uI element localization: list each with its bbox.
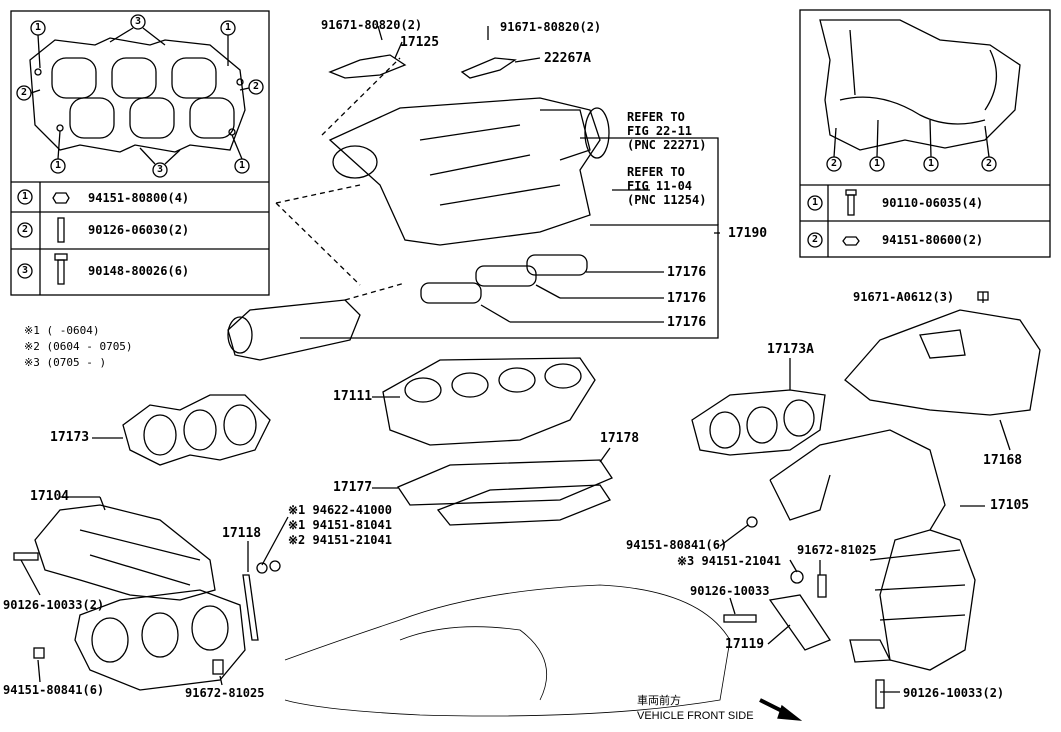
right-legend-num-1: 1 xyxy=(812,197,819,208)
callout-r-1-b: 1 xyxy=(928,158,935,169)
refer-2-line1: REFER TO xyxy=(627,165,685,179)
part-label-17177[interactable]: 17177 xyxy=(333,480,373,495)
part-label-91671-A0612[interactable]: 91671-A0612(3) xyxy=(853,290,955,304)
part-label-17118[interactable]: 17118 xyxy=(222,526,262,541)
left-legend-num-3: 3 xyxy=(22,265,29,276)
callout-1-tl: 1 xyxy=(35,22,42,33)
part-label-90126-10033-left[interactable]: 90126-10033(2) xyxy=(3,598,105,612)
callout-1-br: 1 xyxy=(239,160,246,171)
callout-2-left: 2 xyxy=(21,87,28,98)
part-label-94151-21041[interactable]: ※2 94151-21041 xyxy=(288,533,392,547)
part-label-90126-10033-right[interactable]: 90126-10033(2) xyxy=(903,686,1005,700)
callout-3-bottom: 3 xyxy=(157,164,164,175)
left-legend-num-2: 2 xyxy=(22,224,29,235)
refer-2-line2[interactable]: FIG 11-04 xyxy=(627,179,693,193)
part-label-17178[interactable]: 17178 xyxy=(600,431,640,446)
part-label-17111[interactable]: 17111 xyxy=(333,389,373,404)
part-label-17173A[interactable]: 17173A xyxy=(767,342,814,357)
right-legend-num-2: 2 xyxy=(812,234,819,245)
part-label-17176-a[interactable]: 17176 xyxy=(667,265,707,280)
part-label-17190[interactable]: 17190 xyxy=(728,226,768,241)
part-label-94151-80841-left[interactable]: 94151-80841(6) xyxy=(3,683,105,697)
intake-manifold-drawing xyxy=(227,54,719,361)
callout-1-tr: 1 xyxy=(225,22,232,33)
callout-3-top: 3 xyxy=(135,16,142,27)
lower-parts-drawing xyxy=(122,357,613,526)
part-label-94151-21041-right[interactable]: ※3 94151-21041 xyxy=(677,554,781,568)
part-label-94622-41000[interactable]: ※1 94622-41000 xyxy=(288,503,392,517)
part-label-17176-c[interactable]: 17176 xyxy=(667,315,707,330)
callout-r-2-b: 2 xyxy=(986,158,993,169)
note-1: ※1 ( -0604) xyxy=(24,324,100,337)
refer-2-line3: (PNC 11254) xyxy=(627,193,707,207)
left-legend-part-3[interactable]: 90148-80026(6) xyxy=(88,264,190,278)
right-legend-part-2[interactable]: 94151-80600(2) xyxy=(882,233,984,247)
note-3: ※3 (0705 - ) xyxy=(24,356,107,369)
left-legend-num-1: 1 xyxy=(22,191,29,202)
callout-r-2-a: 2 xyxy=(831,158,838,169)
callout-r-1-a: 1 xyxy=(874,158,881,169)
refer-1-line3: (PNC 22271) xyxy=(627,138,707,152)
right-legend-part-1[interactable]: 90110-06035(4) xyxy=(882,196,984,210)
callout-2-right: 2 xyxy=(253,81,260,92)
part-label-17176-b[interactable]: 17176 xyxy=(667,291,707,306)
part-label-22267A[interactable]: 22267A xyxy=(544,51,591,66)
vehicle-front-en: VEHICLE FRONT SIDE xyxy=(637,710,754,722)
part-label-17104[interactable]: 17104 xyxy=(30,489,70,504)
part-label-91672-81025-left[interactable]: 91672-81025 xyxy=(185,686,265,700)
part-label-91672-81025-right[interactable]: 91672-81025 xyxy=(797,543,877,557)
left-legend-box xyxy=(10,10,270,296)
left-legend-part-2[interactable]: 90126-06030(2) xyxy=(88,223,190,237)
vehicle-front-jp: 車両前方 xyxy=(637,695,681,707)
refer-1-line1: REFER TO xyxy=(627,110,685,124)
part-label-94151-80841-right[interactable]: 94151-80841(6) xyxy=(626,538,728,552)
part-label-17105[interactable]: 17105 xyxy=(990,498,1030,513)
note-2: ※2 (0604 - 0705) xyxy=(24,340,133,353)
part-label-17125[interactable]: 17125 xyxy=(400,35,440,50)
part-label-94151-81041[interactable]: ※1 94151-81041 xyxy=(288,518,392,532)
left-legend-part-1[interactable]: 94151-80800(4) xyxy=(88,191,190,205)
refer-1-line2[interactable]: FIG 22-11 xyxy=(627,124,693,138)
part-label-91671-80820-right[interactable]: 91671-80820(2) xyxy=(500,20,602,34)
right-legend-box xyxy=(799,9,1051,258)
callout-1-bl: 1 xyxy=(55,160,62,171)
part-label-17168[interactable]: 17168 xyxy=(983,453,1023,468)
part-label-90126-10033-mid[interactable]: 90126-10033 xyxy=(690,584,770,598)
left-exhaust-drawing xyxy=(13,504,731,717)
part-label-17173[interactable]: 17173 xyxy=(50,430,90,445)
part-label-91671-80820-left[interactable]: 91671-80820(2) xyxy=(321,18,423,32)
part-label-17119[interactable]: 17119 xyxy=(725,637,765,652)
right-exhaust-drawing xyxy=(691,291,1041,709)
leader-lines xyxy=(20,25,1011,721)
